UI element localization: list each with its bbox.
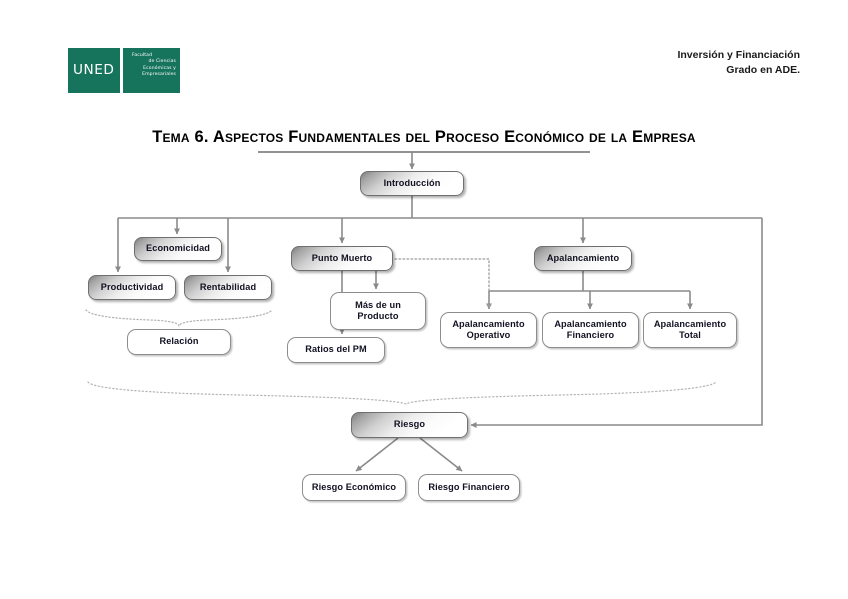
node-label: Riesgo xyxy=(393,419,426,430)
node-riesgo[interactable]: Riesgo xyxy=(351,412,468,438)
node-label: Introducción xyxy=(383,177,441,188)
node-rentabilidad[interactable]: Rentabilidad xyxy=(184,275,272,300)
uned-logo: UNED Facultad de Ciencias Económicas y E… xyxy=(68,48,180,93)
node-relacion[interactable]: Relación xyxy=(127,329,231,355)
course-subject: Inversión y Financiación xyxy=(677,49,800,61)
course-degree: Grado en ADE. xyxy=(726,64,800,76)
node-label: Economicidad xyxy=(146,243,210,254)
node-label: Ratios del PM xyxy=(305,344,367,355)
page-title: Tema 6. Aspectos Fundamentales del Proce… xyxy=(152,128,696,146)
faculty-line-1: Facultad xyxy=(132,53,153,58)
node-label: Riesgo Financiero xyxy=(428,481,510,492)
faculty-block: Facultad de Ciencias Económicas y Empres… xyxy=(123,48,180,93)
node-punto-muerto[interactable]: Punto Muerto xyxy=(291,246,393,271)
faculty-line-3: Económicas y xyxy=(143,65,176,71)
node-apalancamiento[interactable]: Apalancamiento xyxy=(534,246,632,271)
node-economicidad[interactable]: Economicidad xyxy=(134,237,222,261)
faculty-line-2: de Ciencias xyxy=(148,59,176,65)
uned-logo-mark: UNED xyxy=(68,48,120,93)
node-label: Relación xyxy=(159,336,199,347)
node-label: Riesgo Económico xyxy=(311,481,397,492)
node-riesgo-economico[interactable]: Riesgo Económico xyxy=(302,474,406,501)
faculty-line-4: Empresariales xyxy=(142,72,176,78)
node-riesgo-financiero[interactable]: Riesgo Financiero xyxy=(418,474,520,501)
node-ratios-del-pm[interactable]: Ratios del PM xyxy=(287,337,385,363)
node-label: Apalancamiento xyxy=(546,252,620,263)
node-label: Rentabilidad xyxy=(199,281,257,292)
logo-divider xyxy=(120,48,123,93)
course-info: Inversión y Financiación Grado en ADE. xyxy=(677,48,800,78)
node-label: Productividad xyxy=(100,281,164,292)
node-productividad[interactable]: Productividad xyxy=(88,275,176,300)
node-introduccion[interactable]: Introducción xyxy=(360,171,464,196)
uned-logo-text: UNED xyxy=(73,63,115,78)
node-label: Punto Muerto xyxy=(311,252,373,263)
